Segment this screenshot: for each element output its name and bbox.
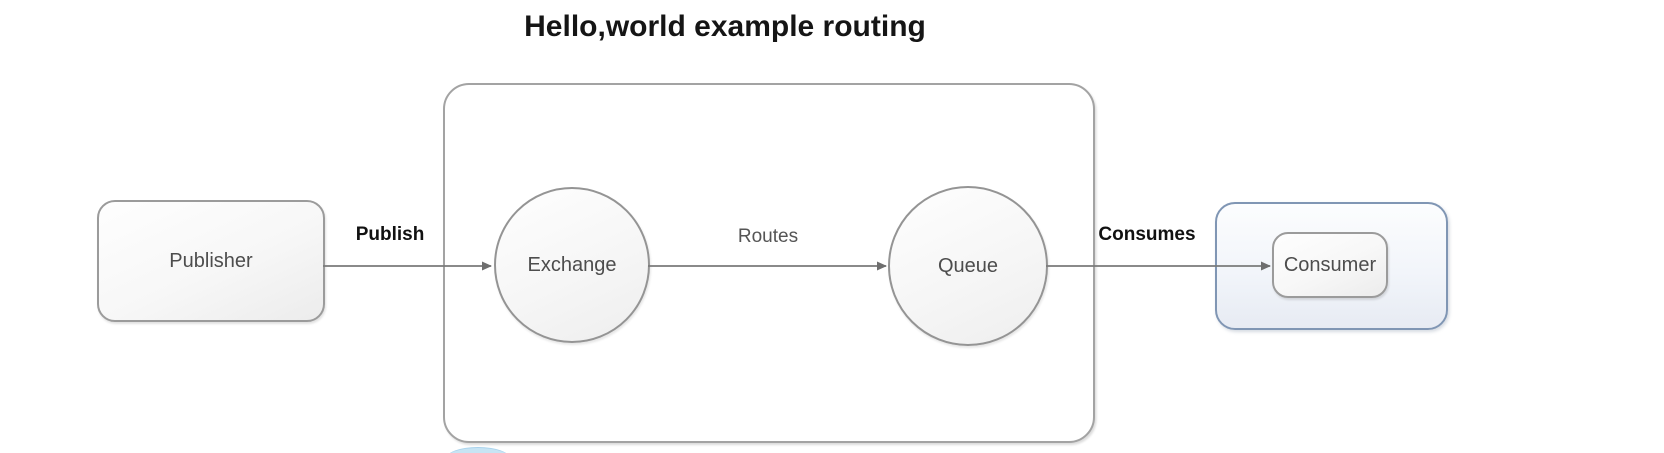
consumer-node: Consumer (1272, 232, 1388, 298)
routes-edge-label: Routes (737, 226, 799, 247)
queue-node-label: Queue (937, 254, 999, 277)
publish-edge-label: Publish (355, 224, 425, 245)
consumes-edge-label: Consumes (1098, 224, 1196, 245)
cutoff-blue-shape (446, 447, 510, 453)
diagram-title: Hello,world example routing (524, 10, 926, 43)
publisher-node-label: Publisher (169, 249, 253, 272)
publisher-node: Publisher (97, 200, 325, 322)
consumer-group-box: Consumer (1215, 202, 1448, 330)
exchange-node: Exchange (494, 187, 650, 343)
exchange-node-label: Exchange (527, 253, 617, 276)
queue-node: Queue (888, 186, 1048, 346)
consumer-node-label: Consumer (1283, 253, 1377, 276)
